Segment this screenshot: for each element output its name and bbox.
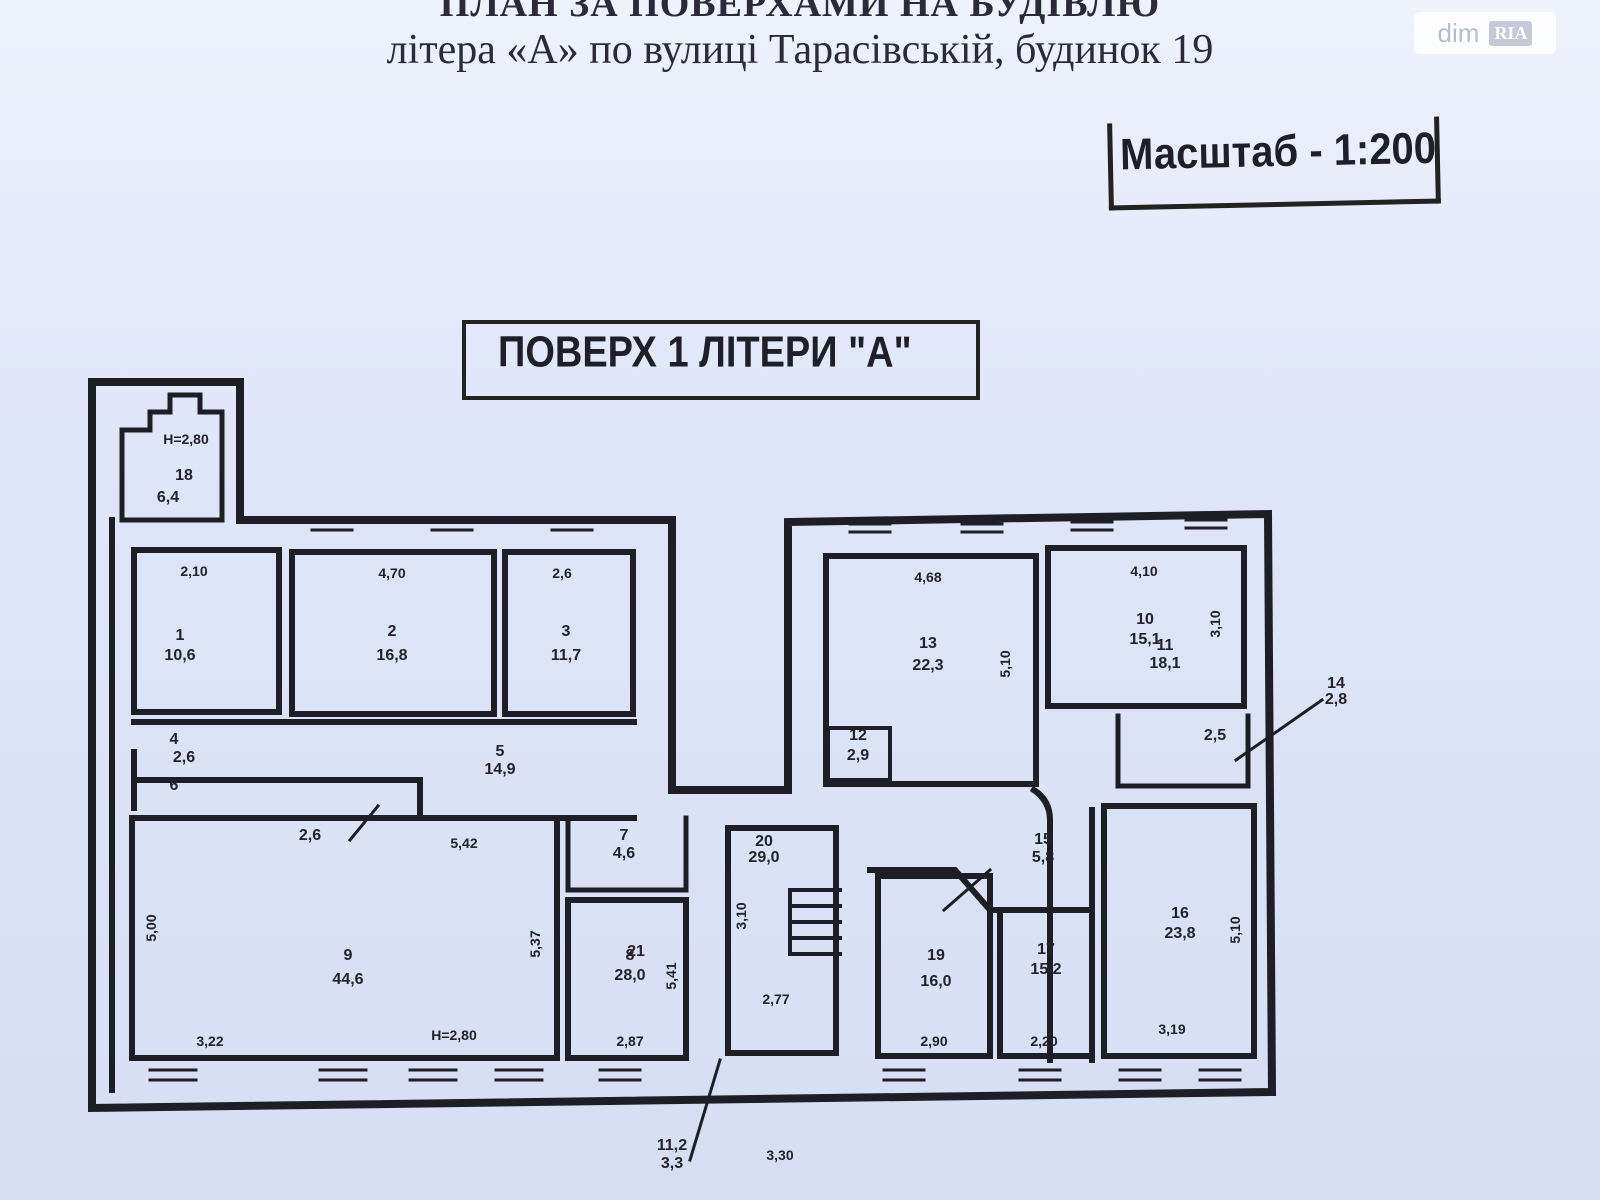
room-label: 20 xyxy=(755,833,773,850)
room-outline-20 xyxy=(1101,803,1257,1059)
room-label: 4 xyxy=(170,731,179,748)
room-outline-8 xyxy=(565,897,689,1061)
plan-subtitle: літера «А» по вулиці Тарасівській, будин… xyxy=(386,27,1214,73)
room-area: 5,8 xyxy=(1032,849,1054,866)
room-label: 2 xyxy=(388,623,397,640)
room-area: 6,4 xyxy=(157,489,179,506)
room-area: 2,6 xyxy=(173,749,195,766)
dimria-watermark: dim RIA xyxy=(1414,12,1556,54)
room-area: 11,7 xyxy=(551,647,581,664)
room-label: 15 xyxy=(1034,831,1052,848)
dimension-label: H=2,80 xyxy=(163,431,209,447)
watermark-dim-text: dim xyxy=(1437,17,1480,48)
room-outline-16 xyxy=(1045,545,1247,709)
floor-label: ПОВЕРХ 1 ЛІТЕРИ "А" xyxy=(498,328,912,378)
corridor-wall-left xyxy=(131,719,637,821)
room-area: 28,0 xyxy=(614,967,645,984)
entrance-leader xyxy=(688,1058,722,1162)
room-label: 12 xyxy=(849,727,867,744)
dimension-label: 2,87 xyxy=(616,1033,643,1049)
room-area: 44,6 xyxy=(332,971,363,988)
leader-line xyxy=(347,697,1325,913)
dimension-label: 2,6 xyxy=(552,565,572,581)
room-area: 15,1 xyxy=(1129,631,1160,648)
room-outline-12 xyxy=(826,726,892,782)
room-area: 18,1 xyxy=(1149,655,1180,672)
dimension-label: 2,20 xyxy=(1030,1033,1057,1049)
room-label: 3,3 xyxy=(661,1155,683,1172)
window-bottom xyxy=(148,1068,1242,1082)
room-outline-9 xyxy=(129,815,560,1061)
outer-wall-left xyxy=(88,378,1277,1113)
room-area: 4,6 xyxy=(613,845,635,862)
dimension-label: 3,10 xyxy=(733,902,749,929)
room-label: 14 xyxy=(1327,675,1345,692)
room-label: 10 xyxy=(1136,611,1154,628)
room-area: 2,5 xyxy=(1204,727,1226,744)
dimension-label: 5,10 xyxy=(997,650,1013,677)
stair-steps-icon xyxy=(788,888,842,956)
floor-label-box xyxy=(462,320,980,400)
room-label: 5 xyxy=(496,743,505,760)
dimension-label: 5,10 xyxy=(1227,916,1243,943)
room-label: 9 xyxy=(344,947,353,964)
dimension-label: 4,68 xyxy=(914,569,941,585)
room-label: 16 xyxy=(1171,905,1189,922)
room-area: 22,3 xyxy=(912,657,943,674)
room-label: 21 xyxy=(627,943,645,960)
room-area: 16,0 xyxy=(920,973,951,990)
room-label: 1 xyxy=(176,627,185,644)
dimension-label: 3,30 xyxy=(766,1147,793,1163)
watermark-ria-logo: RIA xyxy=(1489,20,1533,46)
room-outline-19 xyxy=(875,873,993,1059)
room-label: 3 xyxy=(562,623,571,640)
room-outline-18 xyxy=(997,907,1095,1059)
dimension-label: 5,41 xyxy=(663,962,679,989)
dimension-label: 4,70 xyxy=(378,565,405,581)
right-corridor xyxy=(867,785,1095,1063)
dimension-label: 2,10 xyxy=(180,563,207,579)
dimension-label: 5,42 xyxy=(450,835,477,851)
room-area: 2,9 xyxy=(847,747,869,764)
room-label: 13 xyxy=(919,635,937,652)
room-area: 2,8 xyxy=(1325,691,1347,708)
room-label: 6 xyxy=(170,777,179,794)
room-outline-13 xyxy=(823,553,1039,787)
room-area: 23,8 xyxy=(1164,925,1195,942)
room-label: 19 xyxy=(927,947,945,964)
room-area: 10,6 xyxy=(164,647,195,664)
dimension-label: 3,22 xyxy=(196,1033,223,1049)
room-area: 14,9 xyxy=(484,761,515,778)
room-label: 17 xyxy=(1037,941,1055,958)
wc-block xyxy=(1115,713,1251,789)
dimension-label: 5,00 xyxy=(143,914,159,941)
room-label: 8 xyxy=(626,947,635,964)
vestibule-walls xyxy=(565,815,689,893)
room-label: 18 xyxy=(175,467,193,484)
dimension-label: 3,19 xyxy=(1158,1021,1185,1037)
room-outline-2 xyxy=(289,549,497,717)
room-label: 11 xyxy=(1157,637,1174,654)
dimension-label: 2,90 xyxy=(920,1033,947,1049)
dimension-label: 4,10 xyxy=(1130,563,1157,579)
annex-wall xyxy=(119,392,225,523)
room-outline-3 xyxy=(502,549,636,717)
dimension-label: 5,37 xyxy=(527,930,543,957)
dimension-label: H=2,80 xyxy=(431,1027,477,1043)
room-area: 15,2 xyxy=(1030,961,1061,978)
room-outline-1 xyxy=(131,547,282,715)
room-area: 29,0 xyxy=(748,849,779,866)
room-label: 7 xyxy=(620,827,629,844)
window-top xyxy=(310,518,1228,534)
room-area: 2,6 xyxy=(299,827,321,844)
room-area: 11,2 xyxy=(657,1137,687,1154)
stair-outline xyxy=(725,825,839,1056)
plan-title: ПЛАН ЗА ПОВЕРХАМИ НА БУДІВЛЮ xyxy=(439,0,1161,25)
room-area: 16,8 xyxy=(376,647,407,664)
dimension-label: 3,10 xyxy=(1207,610,1223,637)
dimension-label: 2,77 xyxy=(762,991,789,1007)
